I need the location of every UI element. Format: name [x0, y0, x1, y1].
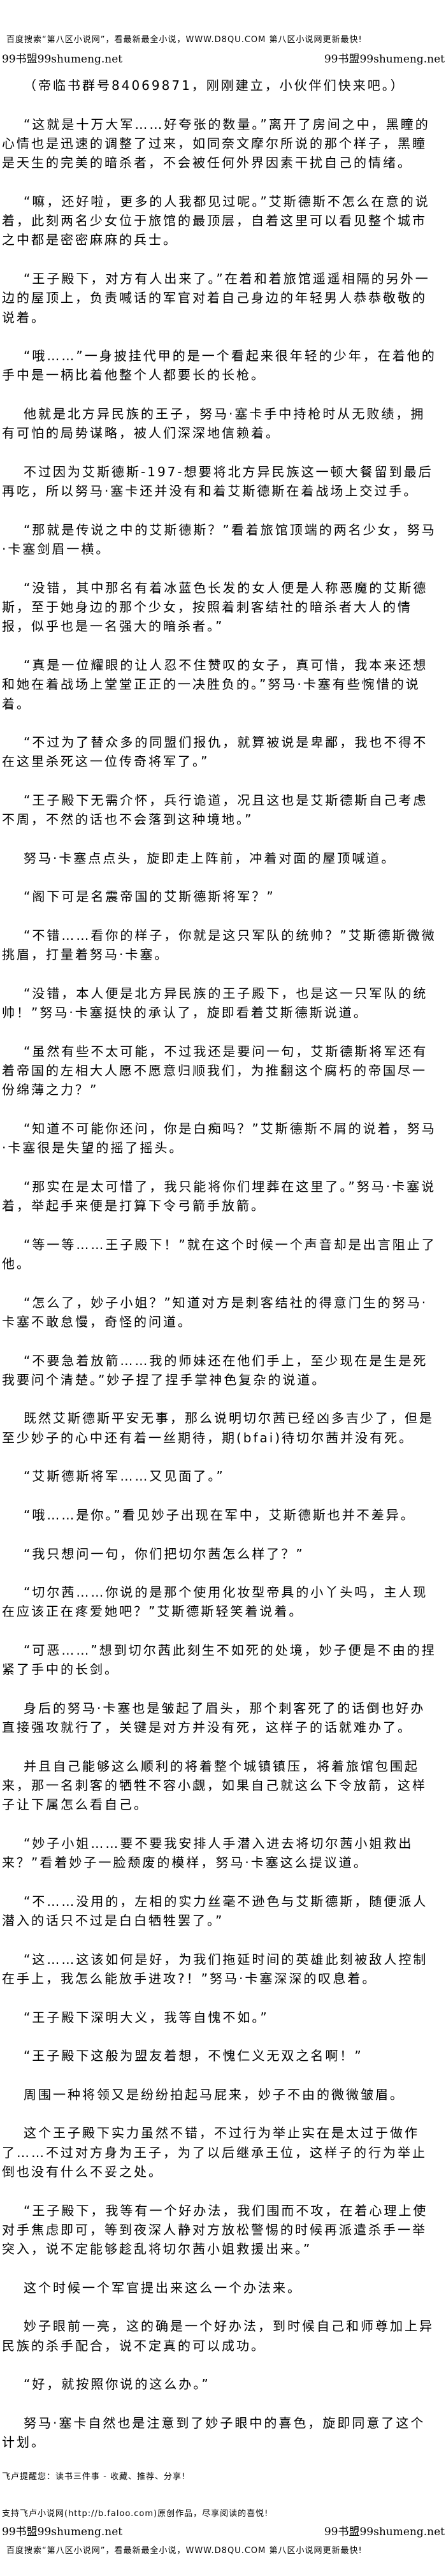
- paragraph: “不错……看你的样子，你就是这只军队的统帅？”艾斯德斯微微挑眉，打量着努马·卡塞…: [2, 928, 436, 963]
- paragraph: “没错，本人便是北方异民族的王子殿下，也是这一只军队的统帅！”努马·卡塞挺快的承…: [2, 985, 428, 1021]
- paragraph: 既然艾斯德斯平安无事，那么说明切尔茜已经凶多吉少了，但是至少妙子的心中还有着一丝…: [2, 1410, 434, 1445]
- paragraph: “虽然有些不太可能，不过我还是要问一句，艾斯德斯将军还有着帝国的左相大人愿不愿意…: [2, 1043, 428, 1098]
- paragraph: “这就是十万大军……好夸张的数量。”离开了房间之中，黑瞳的心情也是迅速的调整了过…: [2, 116, 430, 171]
- paragraph: “等一等……王子殿下！”就在这个时候一个声音却是出言阻止了他。: [2, 1236, 436, 1272]
- site-promo-header: 百度搜索“第八区小说网”，看最新最全小说，WWW.D8QU.COM 第八区小说网…: [6, 35, 363, 45]
- brand-watermark-right-footer: 99书盟99shumeng.net: [324, 2525, 445, 2538]
- brand-watermark-row: 99书盟99shumeng.net 99书盟99shumeng.net: [0, 52, 446, 66]
- paragraph: “王子殿下这般为盟友着想，不愧仁义无双之名啊！”: [24, 2048, 363, 2064]
- paragraph: “嘛，还好啦，更多的人我都见过呢。”艾斯德斯不怎么在意的说着，此刻两名少女位于旅…: [2, 193, 430, 248]
- paragraph: “妙子小姐……要不要我安排人手潜入进去将切尔茜小姐救出来？”看着妙子一脸颓废的模…: [2, 1836, 414, 1871]
- paragraph: 这个王子殿下实力虽然不错，不过行为举止实在是太过于做作了……不过对方身为王子，为…: [2, 2125, 427, 2180]
- paragraph: 妙子眼前一亮，这的确是一个好办法，到时候自己和师尊加上异民族的杀手配合，说不定真…: [2, 2318, 434, 2353]
- paragraph: 并且自己能够这么顺利的将着整个城镇镇压，将着旅馆包围起来，那一名刺客的牺牲不容小…: [2, 1758, 427, 1813]
- paragraph: “这……这该如何是好，为我们拖延时间的英雄此刻被敌人控制在手上，我怎么能放手进攻…: [2, 1951, 428, 1987]
- paragraph: “好，就按照你说的这么办。”: [24, 2376, 210, 2392]
- paragraph: “不……没用的，左相的实力丝毫不逊色与艾斯德斯，随便派人潜入的话只不过是白白牺牲…: [2, 1893, 428, 1929]
- paragraph: “那就是传说之中的艾斯德斯？”看着旅馆顶端的两名少女，努马·卡塞剑眉一横。: [2, 522, 436, 557]
- paragraph: “可恶……”想到切尔茜此刻生不如死的处境，妙子便是不由的捏紧了手中的长剑。: [2, 1643, 436, 1678]
- paragraph: “真是一位耀眼的让人忍不住赞叹的女子，真可惜，我本来还想和她在着战场上堂堂正正的…: [2, 657, 428, 712]
- paragraph: 努马·卡塞点点头，旋即走上阵前，冲着对面的屋顶喊道。: [24, 850, 396, 866]
- paragraph: “切尔茜……你说的是那个使用化妆型帝具的小丫头吗，主人现在应该正在疼爱她吧？”艾…: [2, 1584, 428, 1620]
- paragraph: “艾斯德斯将军……又见面了。”: [24, 1468, 225, 1484]
- brand-watermark-right: 99书盟99shumeng.net: [324, 53, 445, 66]
- brand-watermark-row-footer: 99书盟99shumeng.net 99书盟99shumeng.net: [0, 2525, 446, 2539]
- paragraph: “不要急着放箭……我的师妹还在他们手上，至少现在是生是死我要问个清楚。”妙子捏了…: [2, 1352, 428, 1387]
- chapter-content: （帝临书群号84069871，刚刚建立，小伙伴们快来吧。） “这就是十万大军……好…: [2, 76, 438, 2452]
- paragraph: “王子殿下，对方有人出来了。”在着和着旅馆遥遥相隔的另外一边的屋顶上，负责喊话的…: [2, 270, 430, 325]
- paragraph: “知道不可能你还问，你是白痴吗？”艾斯德斯不屑的说着，努马·卡塞很是失望的摇了摇…: [2, 1121, 436, 1156]
- brand-watermark-left-footer: 99书盟99shumeng.net: [2, 2525, 123, 2538]
- paragraph: 不过因为艾斯德斯-197-想要将北方异民族这一顿大餐留到最后再吃，所以努马·塞卡…: [2, 464, 433, 499]
- brand-watermark-left: 99书盟99shumeng.net: [2, 53, 123, 66]
- site-promo-footer: 百度搜索“第八区小说网”，看最新最全小说，WWW.D8QU.COM 第八区小说网…: [6, 2545, 363, 2556]
- paragraph: “不过为了替众多的同盟们报仇，就算被说是卑鄙，我也不得不在这里杀死这一位传奇将军…: [2, 735, 428, 770]
- paragraph: “我只想问一句，你们把切尔茜怎么样了？”: [24, 1546, 305, 1562]
- paragraph: “王子殿下无需介怀，兵行诡道，况且这也是艾斯德斯自己考虑不周，不然的话也不会落到…: [2, 792, 428, 828]
- paragraph: 这个时候一个军官提出来这么一个办法来。: [24, 2280, 302, 2295]
- paragraph: “哦……”一身披挂代甲的是一个看起来很年轻的少年，在着他的手中是一柄比着他整个人…: [2, 348, 436, 383]
- paragraph: 周围一种将领又是纷纷拍起马屁来，妙子不由的微微皱眉。: [24, 2086, 405, 2102]
- paragraph: 他就是北方异民族的王子，努马·塞卡手中持枪时从无败绩，拥有可怕的局势谋略，被人们…: [2, 406, 426, 441]
- reading-reminder: 飞卢提醒您：读书三件事 - 收藏、推荐、分享!: [2, 2471, 186, 2482]
- paragraph: “王子殿下，我等有一个好办法，我们围而不攻，在着心理上使对手焦虑即可，等到夜深人…: [2, 2202, 428, 2257]
- paragraph: “没错，其中那名有着冰蓝色长发的女人便是人称恶魔的艾斯德斯，至于她身边的那个少女…: [2, 580, 428, 634]
- paragraph: （帝临书群号84069871，刚刚建立，小伙伴们快来吧。）: [24, 78, 405, 93]
- support-notice: 支持飞卢小说网(http://b.faloo.com)原创作品，尽享阅读的喜悦!: [2, 2508, 269, 2519]
- paragraph: “怎么了，妙子小姐？”知道对方是刺客结社的得意门生的努马·卡塞不敢怠慢，奇怪的问…: [2, 1294, 428, 1329]
- paragraph: “哦……是你。”看见妙子出现在军中，艾斯德斯也并不差异。: [24, 1507, 415, 1523]
- paragraph: 身后的努马·卡塞也是皱起了眉头，那个刺客死了的话倒也好办直接强攻就行了，关键是对…: [2, 1700, 426, 1736]
- paragraph: “王子殿下深明大义，我等自愧不如。”: [24, 2009, 269, 2025]
- paragraph: “阁下可是名震帝国的艾斯德斯将军？”: [24, 889, 275, 905]
- paragraph: “那实在是太可惜了，我只能将你们埋葬在这里了。”努马·卡塞说着，举起手来便是打算…: [2, 1178, 436, 1214]
- paragraph: 努马·塞卡自然也是注意到了妙子眼中的喜色，旋即同意了这个计划。: [2, 2415, 426, 2450]
